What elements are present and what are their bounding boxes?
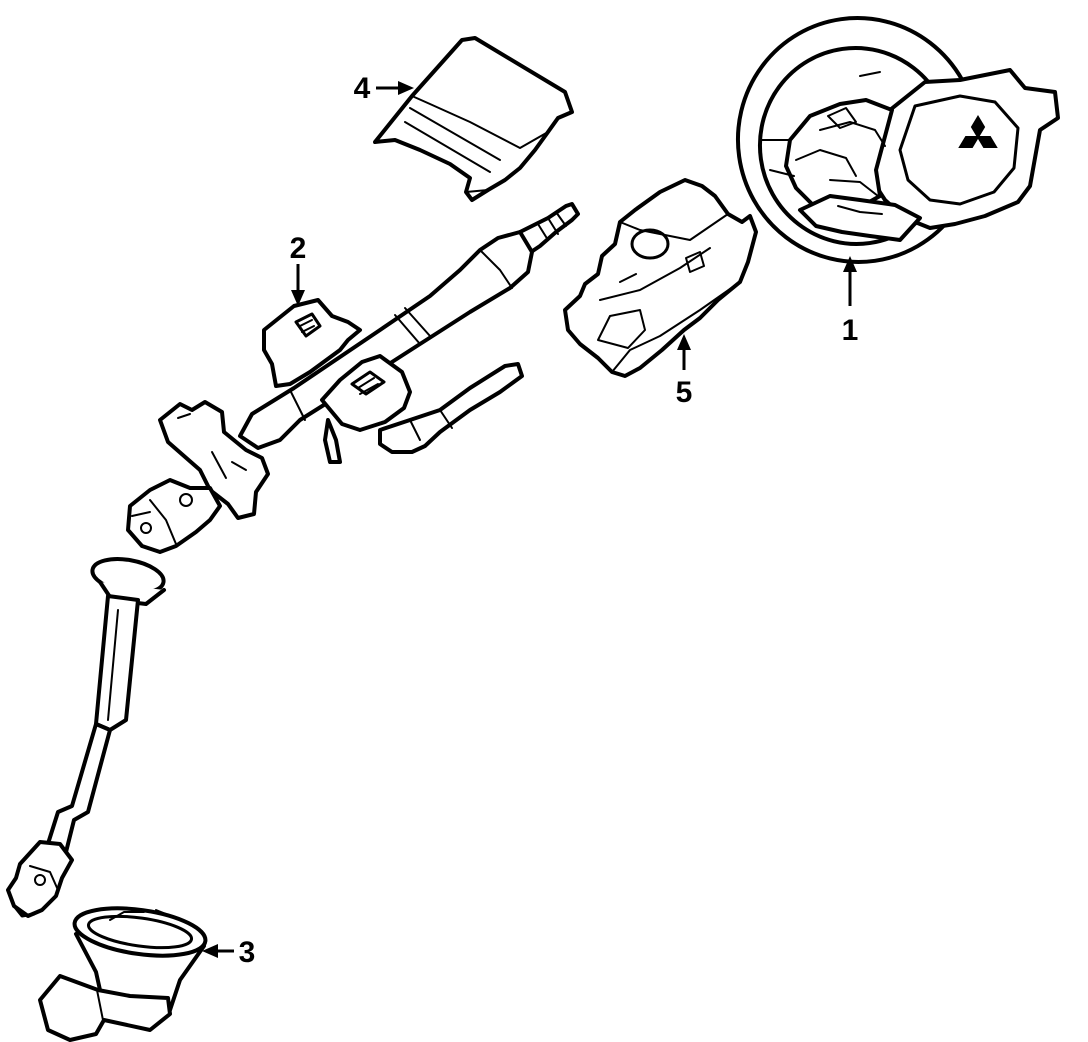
callout-4: 4	[354, 72, 414, 105]
callout-2: 2	[290, 232, 307, 306]
lower-column-cover	[563, 178, 758, 378]
callout-1: 1	[842, 256, 859, 347]
steering-wheel	[735, 16, 1060, 264]
upper-column-cover	[373, 36, 574, 202]
callout-label-3: 3	[239, 936, 256, 969]
callout-label-1: 1	[842, 314, 859, 347]
callout-label-2: 2	[290, 232, 307, 265]
boot-seal	[38, 906, 208, 1042]
mitsubishi-logo-icon	[958, 115, 998, 148]
callout-5: 5	[676, 334, 693, 409]
callout-label-4: 4	[354, 72, 371, 105]
callout-label-5: 5	[676, 376, 693, 409]
steering-column	[6, 202, 580, 918]
callout-3: 3	[202, 936, 255, 969]
